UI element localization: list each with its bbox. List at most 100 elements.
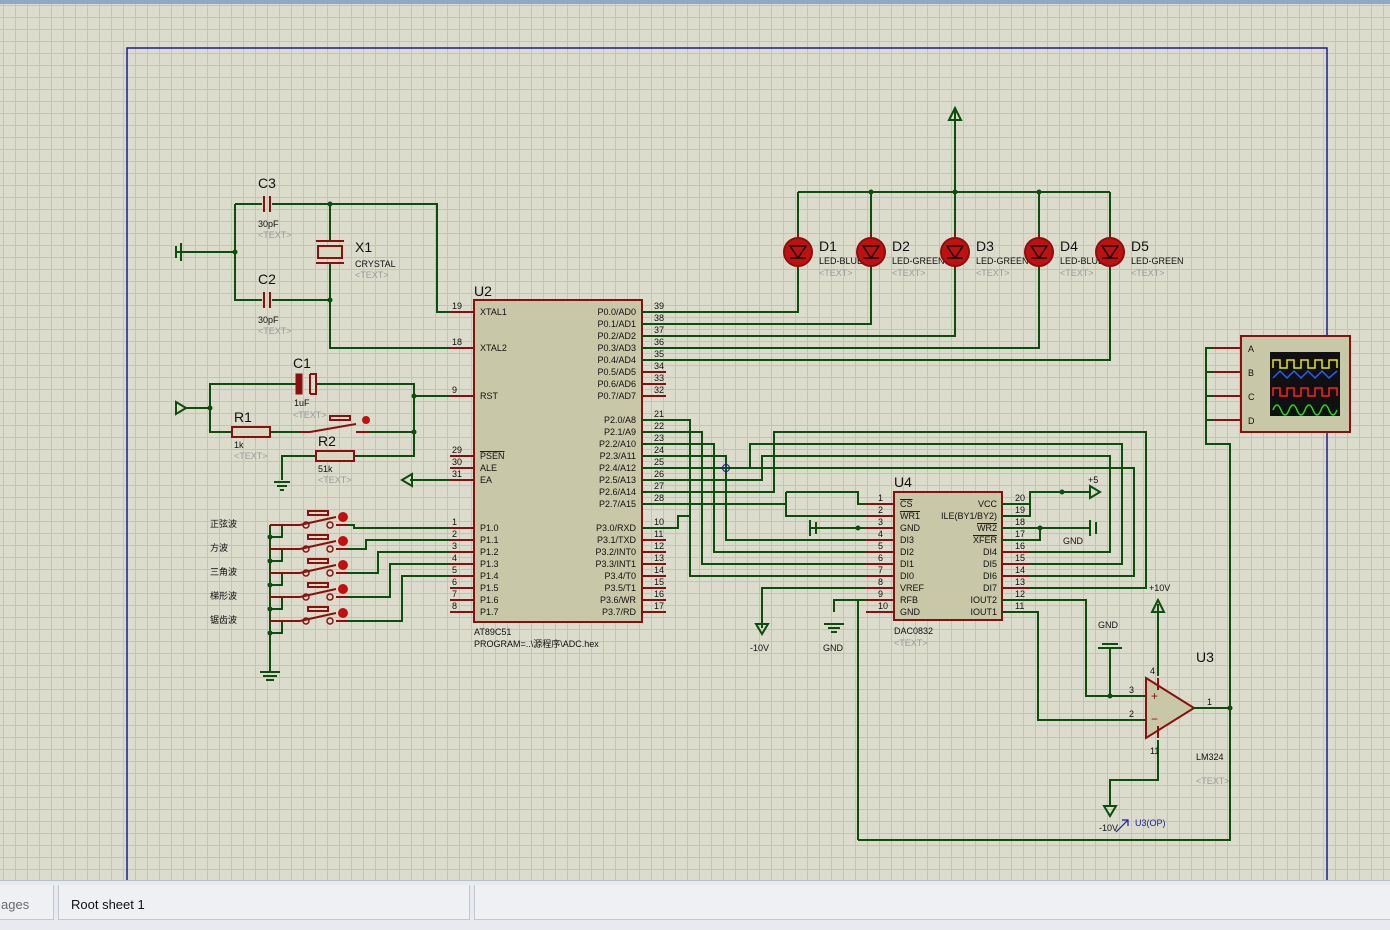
crystal-circuit[interactable]: [175, 196, 474, 349]
led-array[interactable]: D1LED-BLUE<TEXT>D2LED-GREEN<TEXT>D3LED-G…: [642, 105, 1184, 361]
c3-ref: C3: [258, 175, 276, 191]
u4-pin-label: IOUT1: [970, 607, 997, 617]
u2-pin-label: P1.4: [480, 571, 499, 581]
r1-ref: R1: [234, 409, 252, 425]
gnd-label-u4-bottom: GND: [823, 643, 844, 653]
u4-pin-label: XFER: [973, 535, 998, 545]
u4-pin-label: DI1: [900, 559, 914, 569]
u4-pin-label: VCC: [978, 499, 998, 509]
dac-data-bus: [642, 419, 1147, 589]
waveform-button[interactable]: 锯齿波: [210, 575, 450, 636]
tab-pages[interactable]: ages: [0, 885, 54, 920]
u2-pin-label: P0.1/AD1: [597, 319, 636, 329]
u2-pin-num: 21: [654, 409, 664, 419]
waveform-button-label: 正弦波: [210, 518, 237, 529]
u3-text-tag: <TEXT>: [1196, 776, 1230, 786]
scope-channel-label: C: [1248, 392, 1255, 402]
u2-pin-num: 14: [654, 565, 664, 575]
u2-pin-label: RST: [480, 391, 499, 401]
u2-pin-num: 36: [654, 337, 664, 347]
minus10-label-vref: -10V: [750, 643, 769, 653]
u2-pin-num: 5: [452, 565, 457, 575]
u2-pin-num: 29: [452, 445, 462, 455]
u2-pin-num: 9: [452, 385, 457, 395]
u2-pin-num: 11: [654, 529, 663, 539]
u4-pin-num: 12: [1015, 589, 1025, 599]
waveform-button-label: 梯形波: [210, 590, 237, 601]
u2-pin-label: P3.1/TXD: [597, 535, 637, 545]
u2-pin-num: 6: [452, 577, 457, 587]
u2-pin-label: P1.1: [480, 535, 499, 545]
led-ref: D4: [1060, 238, 1078, 254]
u4-pin-num: 17: [1015, 529, 1025, 539]
waveform-button[interactable]: 三角波: [210, 551, 450, 588]
waveform-button[interactable]: 方波: [210, 534, 450, 564]
u4-part: DAC0832: [894, 626, 933, 636]
u2-pin-label: P2.3/A11: [600, 451, 636, 461]
u4-ref: U4: [894, 474, 912, 490]
u3-minus: −: [1151, 712, 1158, 726]
schematic-canvas[interactable]: C3 30pF <TEXT> C2 30pF <TEXT> X1 CRYSTAL…: [0, 0, 1390, 880]
tab-root-sheet[interactable]: Root sheet 1: [58, 885, 470, 920]
u4-pin-num: 6: [878, 553, 883, 563]
u4-pin-label: WR1: [900, 511, 920, 521]
u2-ref: U2: [474, 283, 492, 299]
scope-channel-label: A: [1248, 344, 1254, 354]
u2-pin-label: PSEN: [480, 451, 505, 461]
reset-circuit[interactable]: [175, 373, 474, 491]
schematic-drawing[interactable]: C3 30pF <TEXT> C2 30pF <TEXT> X1 CRYSTAL…: [0, 0, 1390, 880]
u2-pin-label: P3.4/T0: [604, 571, 636, 581]
u2-pin-label: P0.0/AD0: [597, 307, 636, 317]
u2-pin-num: 15: [654, 577, 664, 587]
u2-pin-num: 17: [654, 601, 664, 611]
u2-pin-num: 4: [452, 553, 457, 563]
u2-pin-label: P0.3/AD3: [597, 343, 636, 353]
u2-pin-label: P3.0/RXD: [596, 523, 637, 533]
status-bar: ages Root sheet 1: [0, 880, 1390, 930]
u4-chip-body[interactable]: [893, 491, 1003, 621]
u2-pin-label: P0.5/AD5: [597, 367, 636, 377]
u3-pin2: 2: [1129, 709, 1134, 719]
c1-text-tag: <TEXT>: [293, 410, 327, 420]
waveform-button[interactable]: 正弦波: [210, 510, 450, 540]
u2-pin-label: P1.2: [480, 547, 499, 557]
u2-chip-body[interactable]: [473, 299, 643, 623]
u4-pin-num: 16: [1015, 541, 1025, 551]
u2-pin-num: 37: [654, 325, 664, 335]
plus5-label: +5: [1088, 475, 1098, 485]
c2-value: 30pF: [258, 315, 279, 325]
u3-op-probe[interactable]: U3(OP): [1135, 818, 1166, 828]
u4-pin-label: DI6: [983, 571, 997, 581]
u4-pin-num: 1: [878, 493, 883, 503]
u3-opamp[interactable]: [858, 347, 1240, 841]
oscilloscope[interactable]: [1240, 335, 1351, 433]
led-text-tag: <TEXT>: [1131, 268, 1165, 278]
u2-pin-label: P2.0/A8: [604, 415, 636, 425]
u2-pin-num: 10: [654, 517, 664, 527]
waveform-button[interactable]: 梯形波: [210, 563, 450, 612]
u4-pin-label: DI0: [900, 571, 914, 581]
u4-pin-label: IOUT2: [970, 595, 997, 605]
u2-pin-label: P3.7/RD: [602, 607, 637, 617]
u4-pin-num: 13: [1015, 577, 1025, 587]
u2-pin-num: 38: [654, 313, 664, 323]
scope-channel-label: D: [1248, 416, 1255, 426]
u2-pin-label: P2.2/A10: [599, 439, 636, 449]
u4-pin-num: 3: [878, 517, 883, 527]
r2-ref: R2: [318, 433, 336, 449]
u2-pin-num: 18: [452, 337, 462, 347]
u4-pin-num: 15: [1015, 553, 1025, 563]
u2-pin-label: P2.6/A14: [599, 487, 636, 497]
led-part: LED-BLUE: [1060, 256, 1104, 266]
led-ref: D5: [1131, 238, 1149, 254]
u2-pin-label: P1.0: [480, 523, 499, 533]
u2-program: PROGRAM=..\源程序\ADC.hex: [474, 638, 599, 649]
led-text-tag: <TEXT>: [892, 268, 926, 278]
x1-ref: X1: [355, 239, 372, 255]
